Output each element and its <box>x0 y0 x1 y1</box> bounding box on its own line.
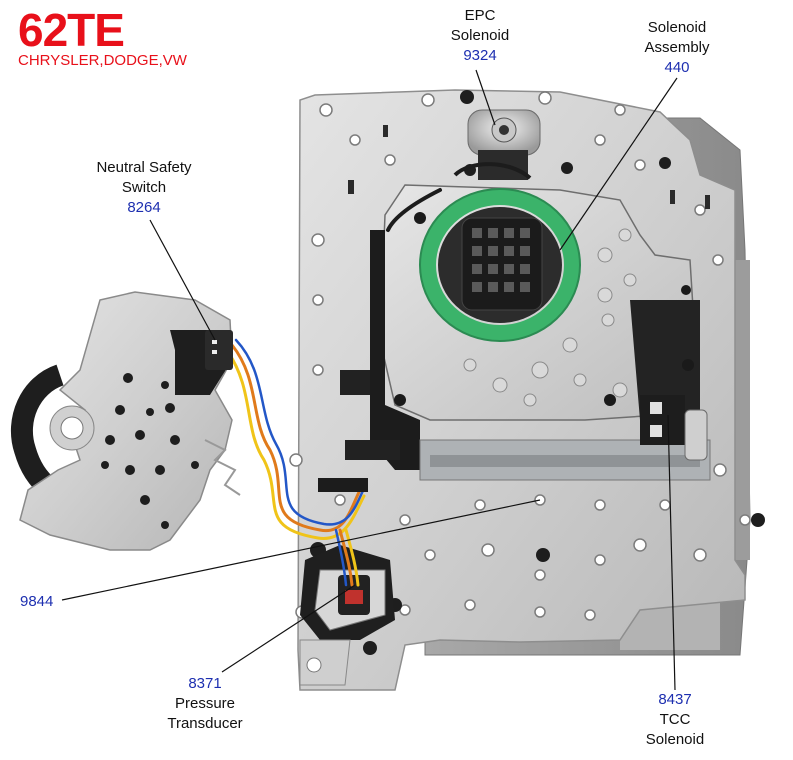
callout-valve-body-code: 9844 <box>20 593 54 610</box>
callout-tcc-solenoid: 8437 TCC Solenoid <box>635 690 715 750</box>
callout-valve-body: 9844 <box>20 592 53 612</box>
transmission-model-title: 62TE <box>18 4 125 56</box>
callout-tcc-line1: TCC <box>659 711 691 728</box>
epc-solenoid-part <box>453 109 541 180</box>
callout-pressure-transducer-code: 8371 <box>188 675 222 692</box>
callout-solenoid-assembly-line2: Assembly <box>644 39 710 56</box>
leader-epc <box>475 69 496 126</box>
leader-solenoid-assembly <box>559 77 678 251</box>
leader-neutral-safety <box>149 219 216 341</box>
plate-slots <box>348 125 710 209</box>
callout-epc-line1: EPC <box>464 7 496 24</box>
leader-valve-body <box>61 499 541 601</box>
callout-neutral-safety-line1: Neutral Safety <box>96 159 192 176</box>
callout-neutral-safety-switch: Neutral Safety Switch 8264 <box>84 158 204 218</box>
callout-solenoid-assembly-line1: Solenoid <box>647 19 707 36</box>
callout-pressure-transducer-line1: Pressure <box>174 695 236 712</box>
vehicle-makes-subtitle: CHRYSLER,DODGE,VW <box>18 52 187 69</box>
switch-holes <box>101 373 199 529</box>
connector-with-green-seal <box>419 188 581 342</box>
callout-epc-code: 9324 <box>463 47 497 64</box>
leader-pressure-transducer <box>221 584 356 673</box>
callout-epc-solenoid: EPC Solenoid 9324 <box>440 6 520 66</box>
callout-neutral-safety-code: 8264 <box>127 199 161 216</box>
connector-pins <box>472 228 530 292</box>
leader-tcc <box>667 414 676 691</box>
leader-lines <box>61 69 678 691</box>
tcc-solenoid-part <box>640 395 708 461</box>
callout-pressure-transducer-line2: Transducer <box>167 715 243 732</box>
callout-tcc-line2: Solenoid <box>645 731 705 748</box>
callout-neutral-safety-line2: Switch <box>121 179 167 196</box>
wiring-harness <box>226 188 442 587</box>
callout-pressure-transducer: 8371 Pressure Transducer <box>150 674 260 734</box>
assembly-bolts <box>394 212 694 406</box>
callout-epc-line2: Solenoid <box>450 27 510 44</box>
assembly-bosses <box>463 228 637 407</box>
callout-tcc-code: 8437 <box>658 691 692 708</box>
callout-solenoid-assembly-code: 440 <box>664 59 690 76</box>
callout-solenoid-assembly: Solenoid Assembly 440 <box>627 18 727 78</box>
plate-holes <box>289 91 751 673</box>
neutral-safety-switch-part <box>10 291 241 551</box>
